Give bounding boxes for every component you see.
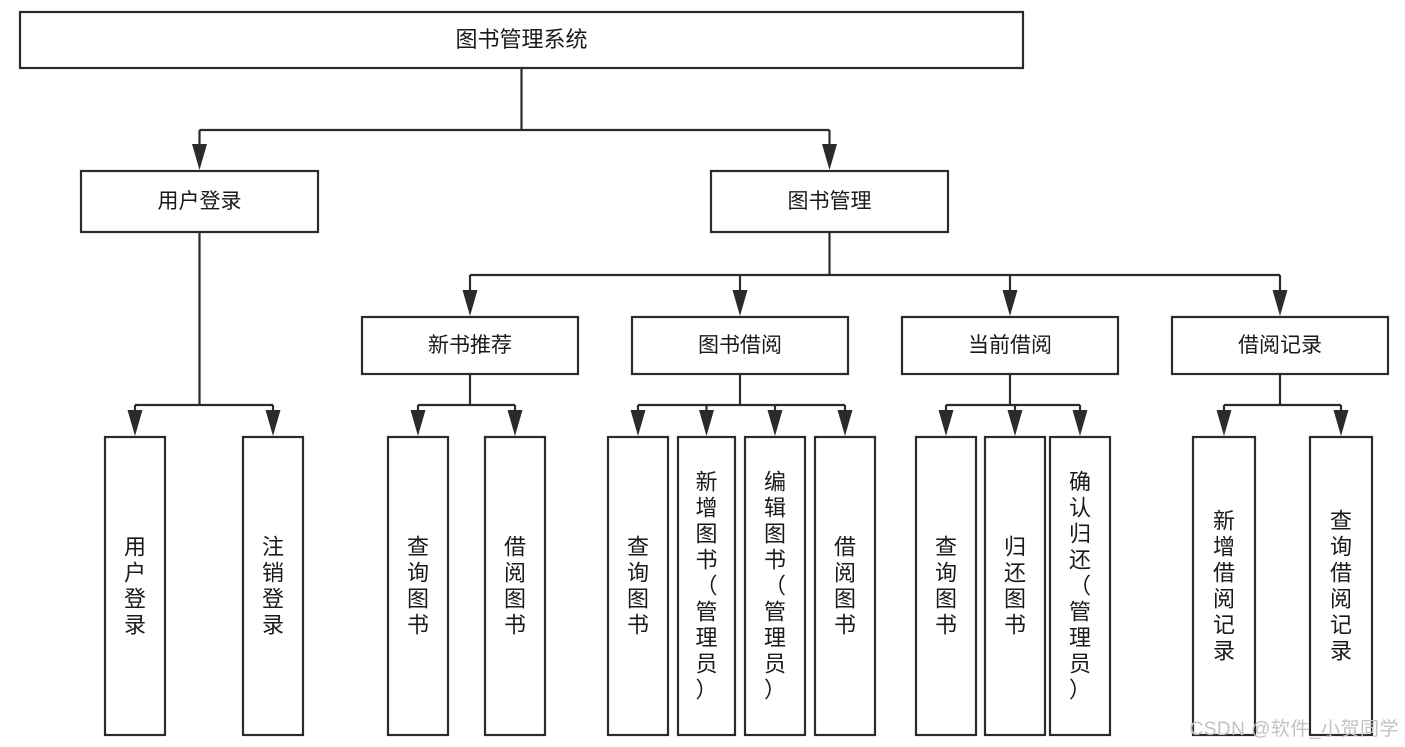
node-leaf-br-query[interactable]: 查询借阅记录: [1308, 435, 1374, 737]
connector-group-current-borrow: [938, 374, 1088, 436]
node-leaf-cb-confirm[interactable]: 确认归还（管理员）: [1048, 435, 1112, 737]
arrow-head-icon: [127, 410, 143, 436]
node-label: 新增借阅记录: [1213, 508, 1235, 663]
node-layer: 图书管理系统用户登录图书管理新书推荐图书借阅当前借阅借阅记录用户登录注销登录查询…: [18, 10, 1390, 737]
node-label: 图书借阅: [698, 334, 782, 357]
node-label: 借阅图书: [834, 534, 856, 637]
node-label: 借阅图书: [504, 534, 526, 637]
node-new-book-rec[interactable]: 新书推荐: [360, 315, 580, 376]
node-box[interactable]: [1048, 435, 1112, 737]
node-box[interactable]: [983, 435, 1047, 737]
node-label: 用户登录: [124, 534, 146, 637]
node-box[interactable]: [1191, 435, 1257, 737]
node-box[interactable]: [630, 315, 850, 376]
node-leaf-bb-borrow[interactable]: 借阅图书: [813, 435, 877, 737]
node-leaf-br-add[interactable]: 新增借阅记录: [1191, 435, 1257, 737]
arrow-head-icon: [192, 144, 207, 170]
node-box[interactable]: [914, 435, 978, 737]
node-book-borrow[interactable]: 图书借阅: [630, 315, 850, 376]
node-label: 查询图书: [627, 534, 649, 637]
node-box[interactable]: [1308, 435, 1374, 737]
arrow-head-icon: [732, 290, 748, 316]
node-label: 新书推荐: [428, 334, 512, 357]
node-borrow-record[interactable]: 借阅记录: [1170, 315, 1390, 376]
connector-group-user-login: [127, 232, 281, 436]
arrow-head-icon: [1072, 410, 1088, 436]
node-label: 当前借阅: [968, 334, 1052, 357]
arrow-head-icon: [938, 410, 954, 436]
arrow-head-icon: [822, 144, 837, 170]
connector-group-new-book-rec: [410, 374, 523, 436]
node-leaf-user-login[interactable]: 用户登录: [103, 435, 167, 737]
node-leaf-user-logout[interactable]: 注销登录: [241, 435, 305, 737]
connector-layer: [127, 68, 1349, 436]
arrow-head-icon: [462, 290, 478, 316]
node-root[interactable]: 图书管理系统: [18, 10, 1025, 70]
arrow-head-icon: [1333, 410, 1349, 436]
node-label: 新增图书（管理员）: [695, 469, 717, 702]
node-leaf-rec-query[interactable]: 查询图书: [386, 435, 450, 737]
node-leaf-bb-edit[interactable]: 编辑图书（管理员）: [743, 435, 807, 737]
arrow-head-icon: [1272, 290, 1288, 316]
node-box[interactable]: [1170, 315, 1390, 376]
node-box[interactable]: [606, 435, 670, 737]
arrow-head-icon: [410, 410, 426, 436]
arrow-head-icon: [699, 410, 714, 436]
node-box[interactable]: [743, 435, 807, 737]
node-leaf-cb-query[interactable]: 查询图书: [914, 435, 978, 737]
node-current-borrow[interactable]: 当前借阅: [900, 315, 1120, 376]
node-box[interactable]: [18, 10, 1025, 70]
node-box[interactable]: [360, 315, 580, 376]
connector-group-borrow-record: [1216, 374, 1349, 436]
node-box[interactable]: [483, 435, 547, 737]
node-label: 查询图书: [407, 534, 429, 637]
node-label: 归还图书: [1004, 534, 1026, 637]
node-leaf-cb-return[interactable]: 归还图书: [983, 435, 1047, 737]
node-box[interactable]: [103, 435, 167, 737]
connector-group-book-borrow: [630, 374, 853, 436]
node-label: 用户登录: [158, 190, 242, 213]
node-leaf-bb-query[interactable]: 查询图书: [606, 435, 670, 737]
node-box[interactable]: [241, 435, 305, 737]
node-label: 图书管理: [788, 190, 872, 213]
arrow-head-icon: [1216, 410, 1232, 436]
arrow-head-icon: [767, 410, 783, 436]
node-label: 编辑图书（管理员）: [764, 469, 786, 702]
node-book-mgmt[interactable]: 图书管理: [709, 169, 950, 234]
node-box[interactable]: [813, 435, 877, 737]
arrow-head-icon: [837, 410, 853, 436]
node-label: 确认归还（管理员）: [1069, 469, 1091, 702]
node-box[interactable]: [709, 169, 950, 234]
node-box[interactable]: [900, 315, 1120, 376]
arrow-head-icon: [265, 410, 281, 436]
node-box[interactable]: [386, 435, 450, 737]
node-box[interactable]: [79, 169, 320, 234]
node-label: 注销登录: [262, 534, 284, 637]
arrow-head-icon: [507, 410, 523, 436]
node-label: 查询图书: [935, 534, 957, 637]
arrow-head-icon: [1002, 290, 1018, 316]
node-leaf-bb-add[interactable]: 新增图书（管理员）: [676, 435, 737, 737]
arrow-head-icon: [630, 410, 646, 436]
node-label: 查询借阅记录: [1330, 508, 1352, 663]
node-label: 借阅记录: [1238, 334, 1322, 357]
node-user-login[interactable]: 用户登录: [79, 169, 320, 234]
node-box[interactable]: [676, 435, 737, 737]
node-leaf-rec-borrow[interactable]: 借阅图书: [483, 435, 547, 737]
connector-group-root: [192, 68, 837, 170]
arrow-head-icon: [1007, 410, 1023, 436]
connector-group-book-mgmt: [462, 232, 1288, 316]
node-label: 图书管理系统: [455, 27, 587, 52]
